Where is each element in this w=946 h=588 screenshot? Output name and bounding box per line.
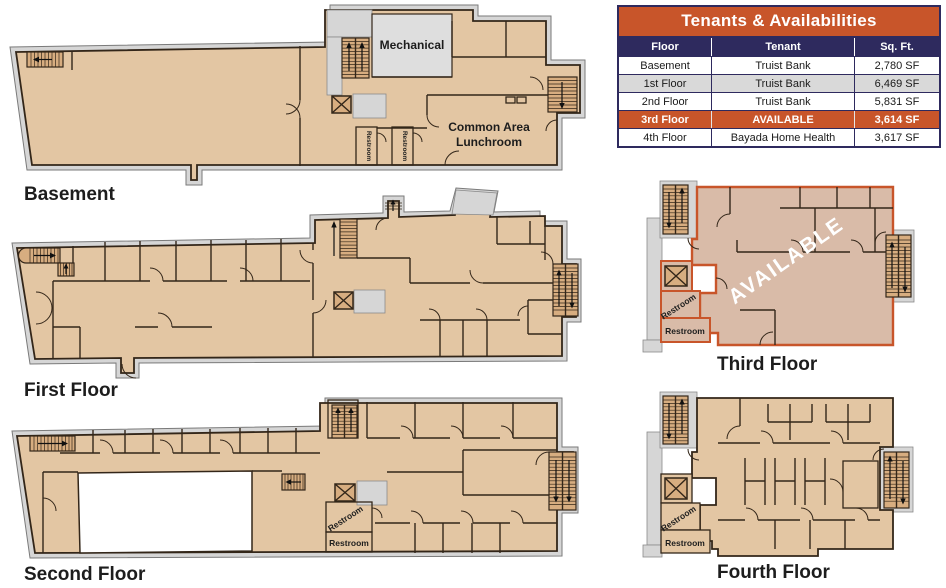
first-floor-gray-roof [451,189,498,216]
table-row-4th-floor: 4th Floor Bayada Home Health 3,617 SF [619,128,939,146]
cell-tenant: Bayada Home Health [712,129,855,146]
cell-sqft: 3,617 SF [874,131,920,144]
cell-floor: 1st Floor [619,75,712,92]
stairs-icon [883,451,910,509]
stairs-icon [331,404,358,439]
restroom-label: Restroom [365,131,372,162]
stairs-icon [547,76,578,113]
table-row-2nd-floor: 2nd Floor Truist Bank 5,831 SF [619,92,939,110]
first-floor-label: First Floor [24,380,119,401]
basement-gray-area [326,9,373,38]
basement-door-arcs [285,76,558,166]
elevator-icon [664,477,688,500]
third-floor-plan: Restroom Restroom AVAILABLE Third Floor [642,180,915,375]
stairs-icon [17,247,75,277]
first-door-arcs [35,217,554,379]
second-elevator-lobby [356,480,388,506]
first-interior-walls [52,216,562,358]
fourth-floor-area [691,397,894,557]
second-floor-plan: Restroom Restroom [11,397,579,585]
stairs-icon [552,263,579,317]
fourth-floor-label: Fourth Floor [717,562,831,583]
tenants-availabilities-table: Tenants & Availabilities Floor Tenant Sq… [617,5,941,148]
basement-floor-plan: Restroom Restroom Mechanical Common A [9,4,586,205]
restroom-room [660,502,701,531]
stairs-icon [662,184,689,235]
lunchroom-label-line1: Common Area [448,120,530,134]
elevator-icon [333,291,354,310]
elevator-icon [331,95,352,114]
stairs-icon [29,435,76,452]
restroom-room [355,126,378,166]
table-row-basement: Basement Truist Bank 2,780 SF [619,56,939,74]
restroom-label: Restroom [329,538,369,548]
second-floor-vacant-core [77,470,253,554]
cell-sqft: 6,469 SF [874,77,920,90]
table-row-3rd-floor-available: 3rd Floor AVAILABLE 3,614 SF [619,110,939,128]
stairs-icon [331,218,358,259]
cell-tenant: Truist Bank [712,75,855,92]
table-title: Tenants & Availabilities [619,7,939,38]
cell-floor: 3rd Floor [619,111,712,128]
third-door-arcs [687,213,887,346]
cell-tenant: Truist Bank [712,57,855,74]
basement-label: Basement [24,184,115,205]
basement-mechanical-room [371,13,453,78]
fourth-floor-plan: Restroom Restroom Fourth Floor [642,391,914,583]
restroom-room [391,126,414,166]
first-floor-plan: First Floor [11,187,582,401]
restroom-label: Restroom [401,131,408,162]
cell-floor: 2nd Floor [619,93,712,110]
header-sqft: Sq. Ft. [880,41,914,53]
second-floor-label: Second Floor [24,564,146,585]
fourth-interior-walls [718,398,880,549]
third-walkway-foot [642,339,663,353]
fourth-door-arcs [687,425,885,521]
table-row-1st-floor: 1st Floor Truist Bank 6,469 SF [619,74,939,92]
cell-sqft: 2,780 SF [874,59,920,72]
stairs-icon [662,395,689,445]
entry-steps-icon [385,199,402,211]
cell-tenant: AVAILABLE [712,111,855,128]
restroom-label: Restroom [665,326,705,336]
basement-interior-walls [71,21,548,166]
office-room [842,460,879,509]
mechanical-label: Mechanical [380,38,445,52]
counter-icon [516,96,527,104]
stairs-icon [548,451,577,511]
table-header-row: Floor Tenant Sq. Ft. [619,38,939,56]
first-elevator-lobby [353,289,386,314]
elevator-icon [334,483,356,502]
basement-elevator-lobby [352,93,387,119]
stairs-icon [341,37,370,79]
restroom-room [660,317,711,343]
counter-icon [505,96,516,104]
third-interior-walls [729,187,893,345]
cell-floor: 4th Floor [619,129,712,146]
second-interior-walls [42,402,557,553]
stairs-icon [281,473,306,491]
third-floor-label: Third Floor [717,354,818,375]
restroom-room [660,529,711,554]
cell-sqft: 3,614 SF [874,113,920,126]
stairs-icon [885,234,912,298]
cell-floor: Basement [619,57,712,74]
cell-sqft: 5,831 SF [874,95,920,108]
header-floor: Floor [619,38,712,56]
elevator-icon [664,265,688,287]
restroom-label: Restroom [665,538,705,548]
stairs-icon [26,51,64,68]
header-tenant: Tenant [712,38,855,56]
lunchroom-label-line2: Lunchroom [456,135,522,149]
restroom-room [325,531,373,553]
fourth-walkway-foot [642,544,663,558]
cell-tenant: Truist Bank [712,93,855,110]
second-door-arcs [42,425,550,524]
basement-gray-area [326,36,343,96]
